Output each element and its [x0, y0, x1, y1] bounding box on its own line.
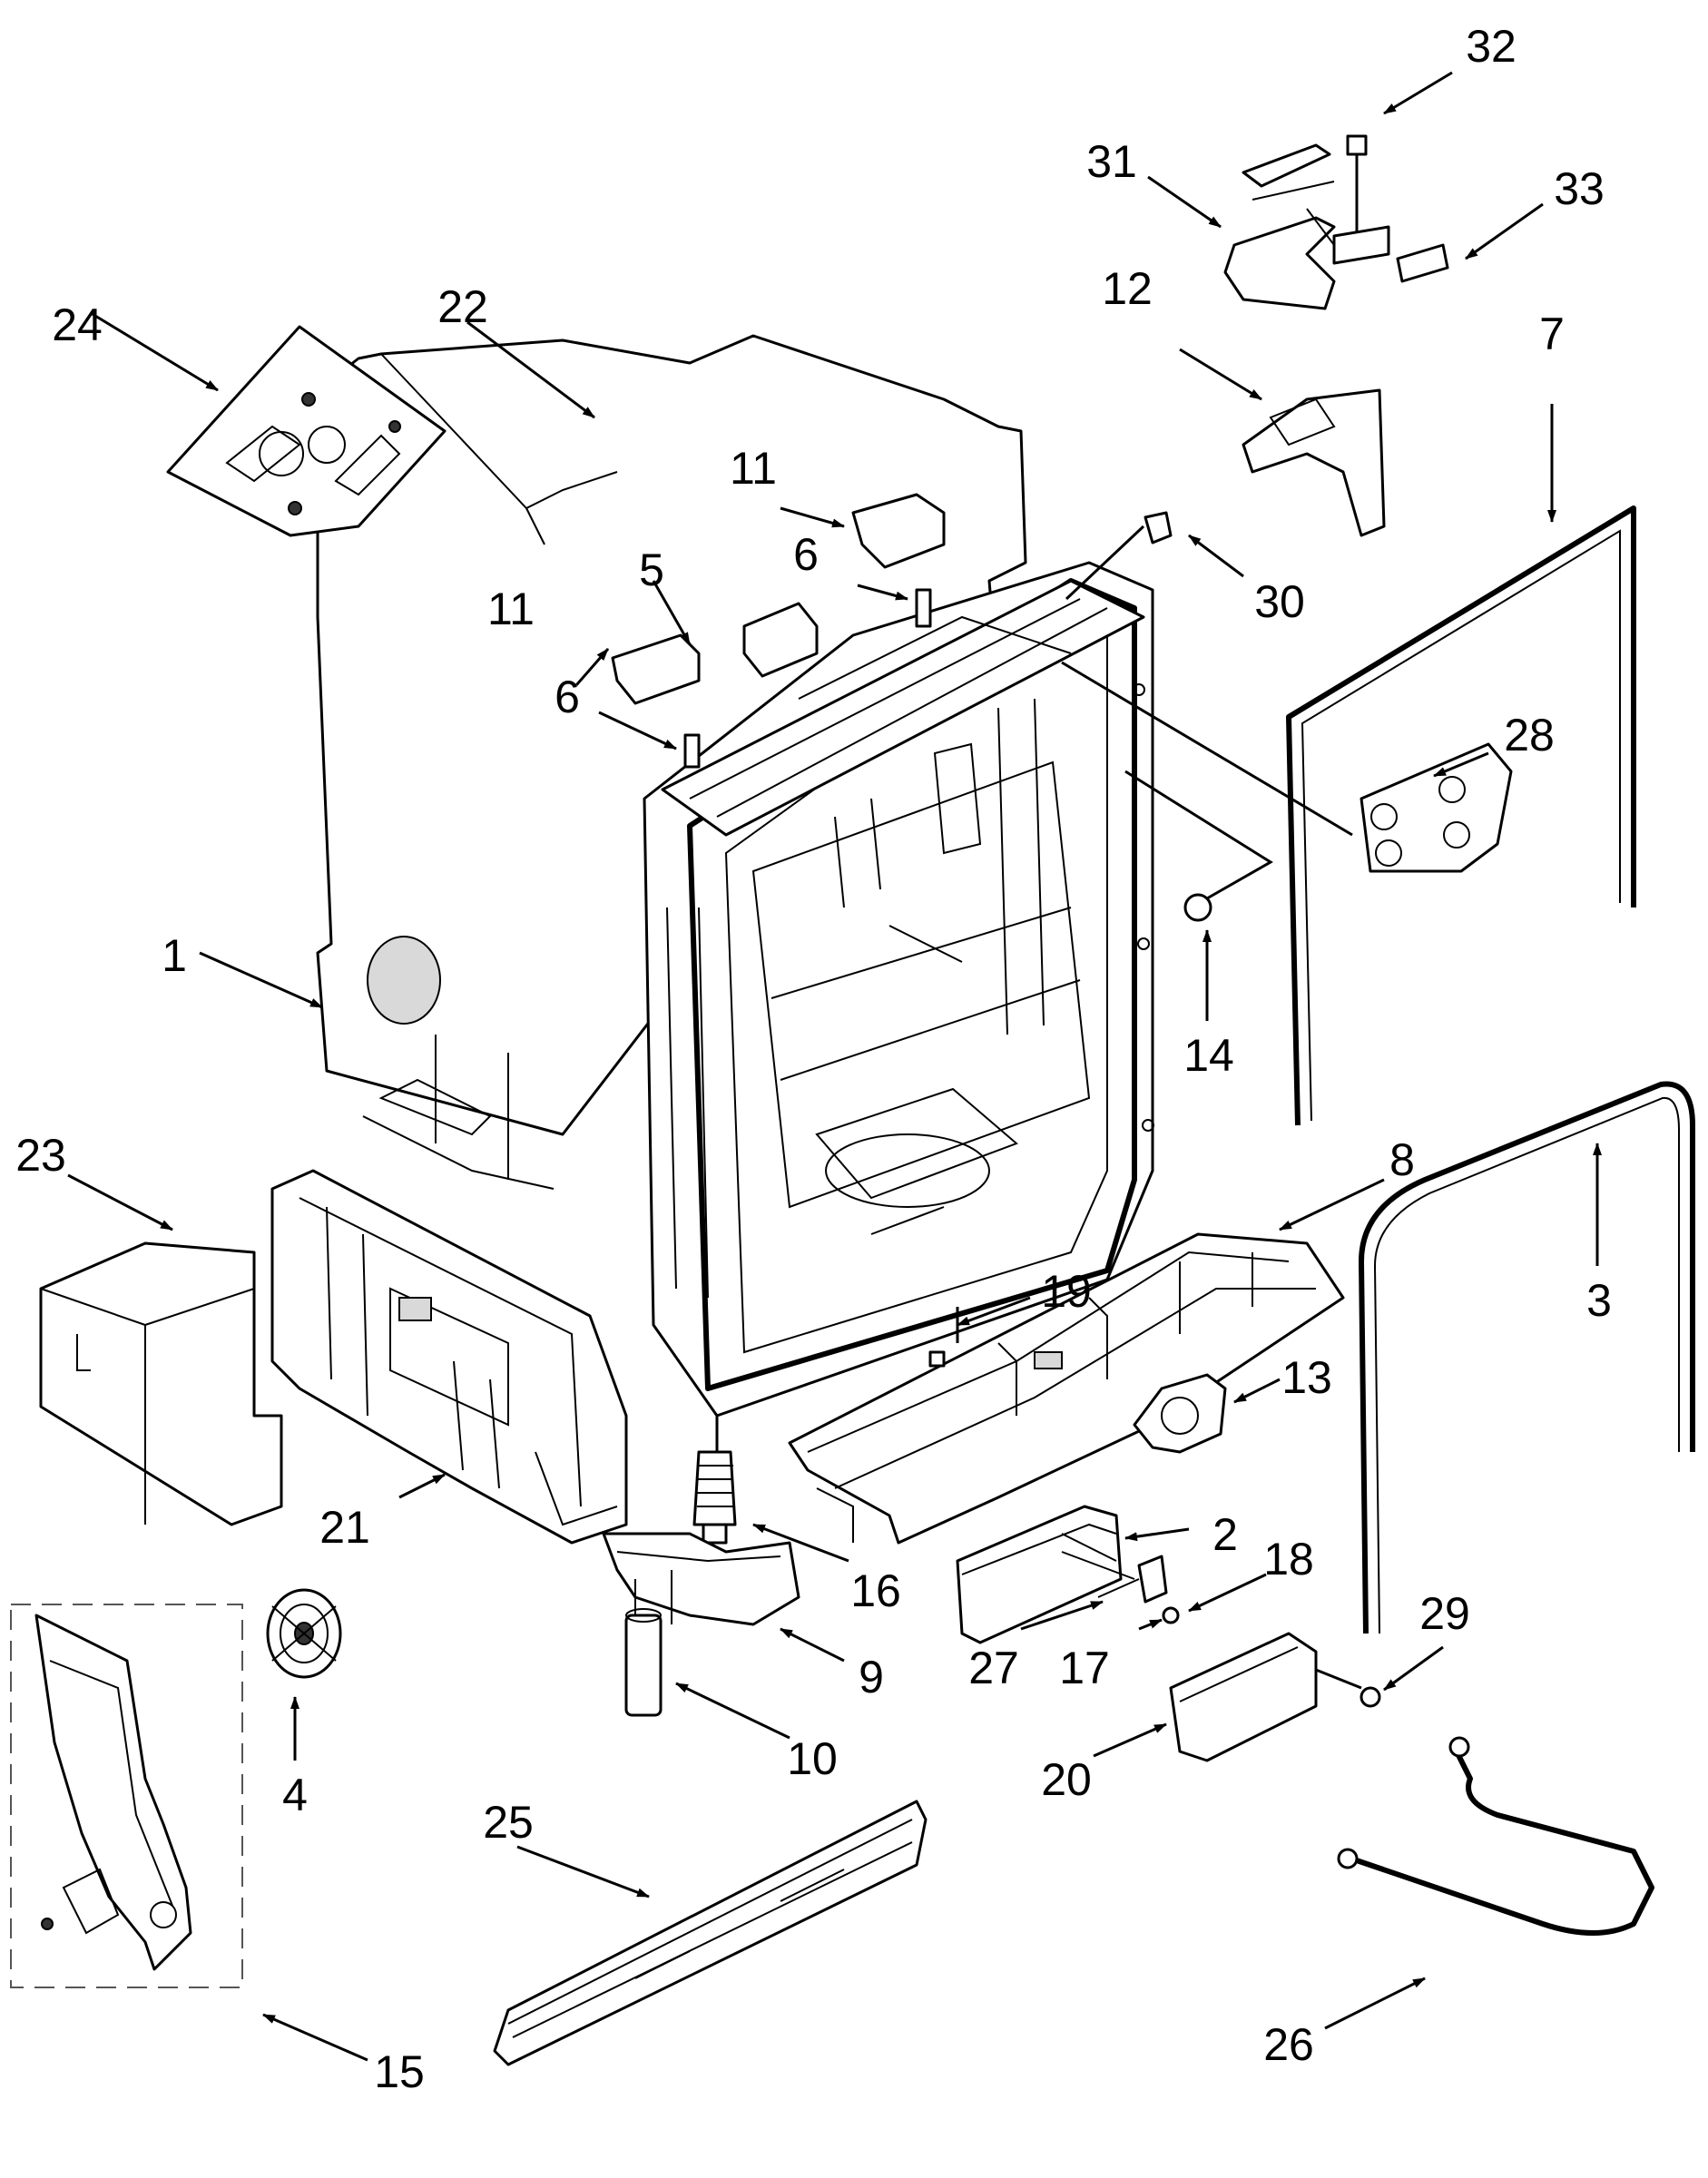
insulation-blanket — [316, 334, 1027, 1190]
callout-28: 28 — [1504, 710, 1555, 760]
callout-22: 22 — [437, 281, 488, 332]
callout-6-upper: 6 — [793, 529, 819, 580]
base-frame — [270, 1169, 628, 1545]
hardware-bag — [166, 325, 447, 537]
callout-31: 31 — [1086, 136, 1137, 187]
toe-insulation — [39, 1241, 283, 1526]
callout-2: 2 — [1212, 1509, 1238, 1560]
callout-21: 21 — [319, 1502, 370, 1553]
callout-25: 25 — [483, 1797, 534, 1848]
corner-bracket — [1242, 388, 1386, 537]
tub-assembly — [643, 561, 1154, 1452]
module-cover — [956, 1505, 1123, 1644]
callout-20: 20 — [1041, 1754, 1092, 1805]
callout-6-lower: 6 — [555, 672, 580, 722]
leveling-leg — [692, 1450, 737, 1545]
plug — [1183, 893, 1212, 922]
wire-harness — [1337, 1736, 1654, 1936]
callout-32: 32 — [1466, 21, 1517, 72]
callout-27: 27 — [968, 1643, 1019, 1693]
callout-12: 12 — [1102, 263, 1153, 314]
callout-labels: 32 31 33 12 7 22 24 11 6 5 11 6 30 28 14… — [15, 21, 1612, 2097]
callout-30: 30 — [1254, 576, 1305, 627]
hinge-plates — [611, 493, 946, 769]
callout-13: 13 — [1281, 1352, 1332, 1403]
callout-9: 9 — [859, 1652, 884, 1702]
latch-assembly — [1223, 134, 1449, 310]
toe-kick — [493, 1800, 928, 2066]
callout-10: 10 — [787, 1733, 838, 1784]
callout-26: 26 — [1263, 2019, 1314, 2070]
callout-3: 3 — [1586, 1275, 1612, 1326]
callout-18: 18 — [1263, 1534, 1314, 1584]
callout-5: 5 — [639, 544, 664, 595]
callout-15: 15 — [374, 2046, 425, 2097]
callout-11-upper: 11 — [730, 443, 777, 494]
sump-bracket — [602, 1532, 800, 1626]
callout-8: 8 — [1389, 1134, 1415, 1185]
door-gasket — [1359, 1081, 1695, 1634]
door-seal — [1286, 505, 1636, 1126]
seal-ring — [266, 1588, 342, 1679]
callout-4: 4 — [282, 1770, 308, 1820]
screw-19 — [928, 1350, 946, 1368]
callout-11-lower: 11 — [487, 584, 535, 634]
hinge-bracket — [1061, 661, 1513, 900]
bushing — [1065, 511, 1173, 601]
callout-24: 24 — [52, 299, 103, 350]
callout-19: 19 — [1041, 1266, 1092, 1317]
callout-23: 23 — [15, 1130, 66, 1181]
callout-29: 29 — [1419, 1588, 1470, 1639]
callout-33: 33 — [1554, 163, 1605, 214]
switch-parts — [1061, 1551, 1180, 1624]
base-tray — [788, 1232, 1345, 1545]
support-post — [624, 1608, 663, 1717]
junction-box — [1169, 1632, 1381, 1762]
callout-7: 7 — [1539, 309, 1565, 359]
inset-box — [10, 1604, 243, 1988]
callout-14: 14 — [1183, 1030, 1234, 1081]
leader-arrows — [67, 71, 1602, 2062]
callout-17: 17 — [1059, 1643, 1110, 1693]
callout-16: 16 — [850, 1565, 901, 1616]
pump-housing — [1133, 1373, 1227, 1454]
callout-1: 1 — [162, 930, 187, 981]
